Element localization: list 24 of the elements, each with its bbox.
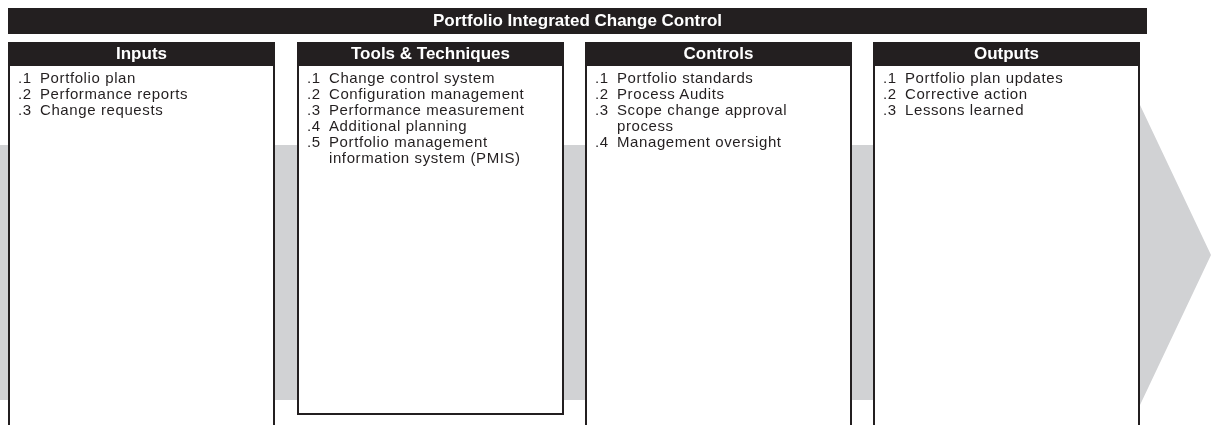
column-heading: Outputs xyxy=(873,42,1140,66)
list-item: .2 Performance reports xyxy=(18,86,190,102)
list-item: .5 Portfolio management information system (PMIS) xyxy=(307,134,522,166)
list-item: .3 Change requests xyxy=(18,102,164,118)
process-column xyxy=(585,42,852,425)
list-item: .3 Performance measurement xyxy=(307,102,526,118)
column-heading: Inputs xyxy=(8,42,275,66)
list-item: .1 Portfolio plan updates xyxy=(883,70,1065,86)
list-item: .2 Process Audits xyxy=(595,86,726,102)
column-heading: Controls xyxy=(585,42,852,66)
list-item: .2 Configuration management xyxy=(307,86,526,102)
process-column xyxy=(8,42,275,425)
list-item: .4 Management oversight xyxy=(595,134,783,150)
column-heading: Tools & Techniques xyxy=(297,42,564,66)
list-item: .1 Portfolio standards xyxy=(595,70,755,86)
process-column xyxy=(297,42,564,415)
list-item: .3 Scope change approval process xyxy=(595,102,789,134)
list-item: .3 Lessons learned xyxy=(883,102,1026,118)
title-bar: Portfolio Integrated Change Control xyxy=(8,8,1147,34)
list-item: .1 Change control system xyxy=(307,70,496,86)
list-item: .2 Corrective action xyxy=(883,86,1028,102)
list-item: .1 Portfolio plan xyxy=(18,70,137,86)
list-item: .4 Additional planning xyxy=(307,118,469,134)
process-column xyxy=(873,42,1140,425)
